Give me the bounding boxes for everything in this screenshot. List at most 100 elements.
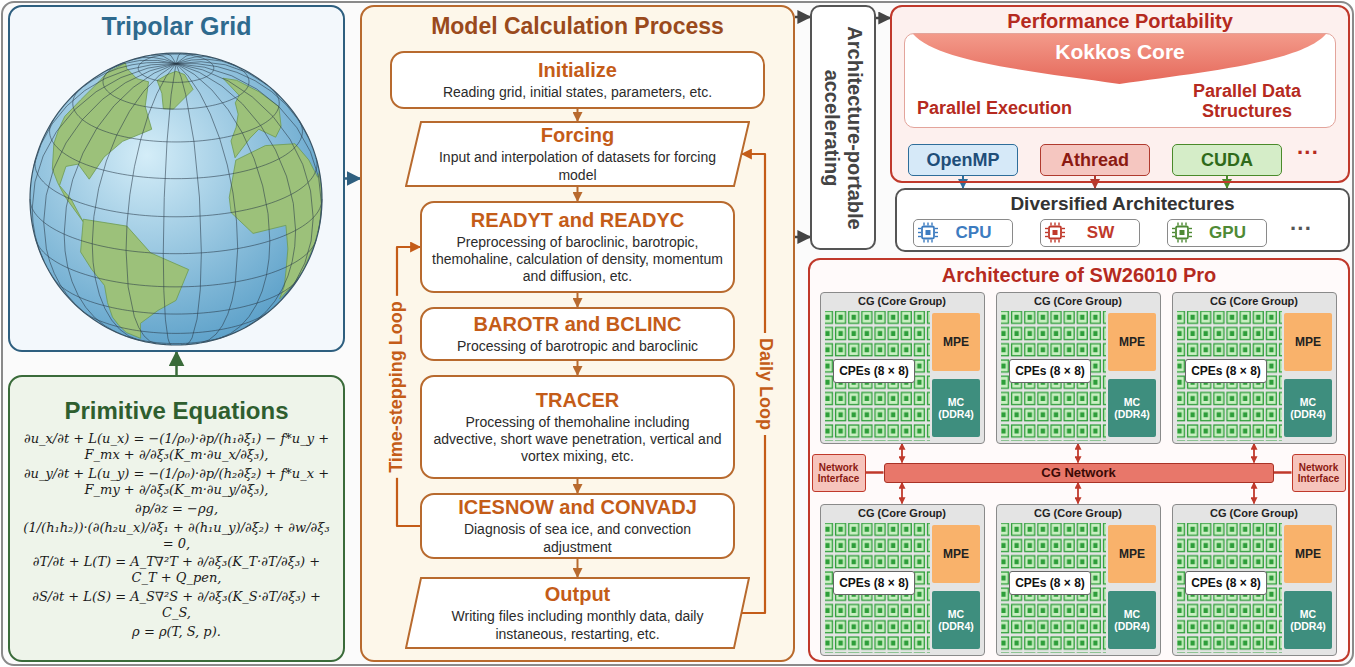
body-text: Processing of barotropic and baroclinic: [457, 338, 698, 355]
chip-pin: [1172, 235, 1175, 236]
chip-body: [1176, 226, 1188, 238]
heading-text: Architecture-portable accelerating: [820, 13, 866, 242]
chip-pin: [1172, 227, 1175, 228]
heading-text: CG (Core Group): [1210, 507, 1298, 519]
panel-ground: [360, 5, 795, 662]
mpe-box: MPE: [932, 313, 980, 371]
connector: [1077, 444, 1079, 463]
heading-text: CPEs (8 × 8): [1191, 364, 1261, 378]
heading-text: CG (Core Group): [858, 507, 946, 519]
chip-pin: [1189, 231, 1192, 232]
landmass: [223, 78, 281, 158]
body-text: Diagnosis of sea ice, and convection adj…: [432, 521, 723, 555]
mpe-box: MPE: [1108, 313, 1156, 371]
heading-text: CPEs (8 × 8): [839, 364, 909, 378]
heading-text: MPE: [943, 335, 969, 349]
connector: [1253, 483, 1255, 504]
chip-pin: [918, 231, 921, 232]
cpe-grid: [1001, 311, 1106, 441]
architectures-box: Diversified ArchitecturesCPUSWGPU: [895, 188, 1350, 252]
process-box: ICESNOW and CONVADJDiagnosis of sea ice,…: [420, 493, 735, 559]
accelerating-box: Architecture-portable accelerating: [810, 5, 876, 250]
heading-text: BAROTR and BCLINC: [474, 313, 682, 336]
heading-text: CPEs (8 × 8): [1015, 576, 1085, 590]
chip-pin: [927, 239, 928, 242]
output-parallelogram: OutputWriting files including monthly da…: [405, 577, 750, 649]
cpe-grid: [1001, 523, 1106, 653]
chip-core: [1179, 230, 1184, 235]
heading-text: Kokkos Core: [905, 40, 1335, 64]
grid-panel: Tripolar Grid: [8, 5, 345, 352]
chip-body: [922, 226, 934, 238]
globe-outline: [30, 53, 322, 345]
chip-pin: [1181, 239, 1182, 242]
heading-text: Model Calculation Process: [431, 13, 724, 40]
chip-pin: [1062, 227, 1065, 228]
chip-pin: [923, 222, 924, 225]
connector: [1253, 444, 1255, 463]
body-text: Preprocessing of baroclinic, barotropic,…: [432, 234, 723, 285]
chip-body: [1049, 226, 1061, 238]
chip-pin: [931, 222, 932, 225]
connector: [795, 16, 810, 19]
core-group: CG (Core Group)CPEs (8 × 8)MPEMC (DDR4): [1172, 504, 1337, 656]
heading-text: Forcing: [541, 124, 614, 147]
chip-pin: [1058, 239, 1059, 242]
connector: [345, 177, 360, 180]
portability-panel: Performance PortabilityKokkos CoreParall…: [890, 5, 1350, 183]
chip-pin: [918, 235, 921, 236]
cpe-box: CPEs (8 × 8): [833, 571, 915, 595]
heading-text: READYT and READYC: [471, 209, 684, 232]
heading-text: MPE: [1119, 547, 1145, 561]
heading-text: MPE: [943, 547, 969, 561]
parallelogram-shape: [406, 122, 749, 186]
mc-box: MC (DDR4): [1108, 591, 1156, 649]
cpe-box: CPEs (8 × 8): [1009, 571, 1091, 595]
heading-text: ICESNOW and CONVADJ: [458, 496, 697, 519]
core-group: CG (Core Group)CPEs (8 × 8)MPEMC (DDR4): [820, 292, 985, 444]
chip-core: [1052, 230, 1057, 235]
cpe-grid: [1177, 523, 1282, 653]
chip-pin: [1050, 222, 1051, 225]
body-text: (1/(h₁h₂))·(∂(h₂u_x)/∂ξ₁ + ∂(h₁u_y)/∂ξ₂)…: [20, 520, 333, 552]
connector: [577, 109, 579, 121]
cpe-grid: [1177, 311, 1282, 441]
core-group: CG (Core Group)CPEs (8 × 8)MPEMC (DDR4): [820, 504, 985, 656]
heading-text: MPE: [1295, 547, 1321, 561]
mpe-box: MPE: [1284, 525, 1332, 583]
heading-text: MPE: [1119, 335, 1145, 349]
connector: [175, 352, 178, 375]
heading-text: Performance Portability: [1007, 10, 1233, 33]
connector: [1077, 483, 1079, 504]
heading-text: CPEs (8 × 8): [839, 576, 909, 590]
body-text: Reading grid, initial states, parameters…: [443, 84, 712, 101]
chip-pin: [1062, 231, 1065, 232]
connector: [901, 444, 903, 463]
heading-text: SW: [1087, 223, 1114, 243]
process-panel: Model Calculation ProcessInitializeReadi…: [360, 5, 795, 662]
body-text: ∂S/∂t + L(S) = A_S∇²S + ∂/∂ξ₃(K_S·∂T/∂ξ₃…: [20, 589, 333, 621]
body-text: Parallel Data Structures: [1167, 81, 1327, 122]
chip-pin: [1062, 235, 1065, 236]
cg-network-bar: CG Network: [884, 463, 1274, 483]
chip-pin: [1054, 222, 1055, 225]
landmass: [229, 144, 321, 299]
body-text: ∂p/∂z = −ρg,: [135, 501, 218, 517]
ellipsis-label: ···: [1290, 216, 1312, 242]
cpe-grid: [825, 311, 930, 441]
chip-pin: [935, 235, 938, 236]
chip-pin: [1177, 239, 1178, 242]
landmass: [157, 71, 193, 109]
mpe-box: MPE: [1108, 525, 1156, 583]
connector: [1274, 471, 1292, 474]
heading-text: Output: [545, 583, 611, 606]
heading-text: Architecture of SW26010 Pro: [942, 264, 1217, 287]
input-parallelogram: ForcingInput and interpolation of datase…: [405, 121, 750, 187]
heading-text: CPEs (8 × 8): [1015, 364, 1085, 378]
heading-text: CUDA: [1201, 150, 1253, 171]
mc-box: MC (DDR4): [1284, 591, 1332, 649]
body-text: ∂T/∂t + L(T) = A_T∇²T + ∂/∂ξ₃(K_T·∂T/∂ξ₃…: [20, 554, 333, 586]
heading-text: CPU: [956, 223, 992, 243]
heading-text: MC (DDR4): [1109, 608, 1155, 632]
process-box: BAROTR and BCLINC Processing of barotropi…: [420, 307, 735, 361]
